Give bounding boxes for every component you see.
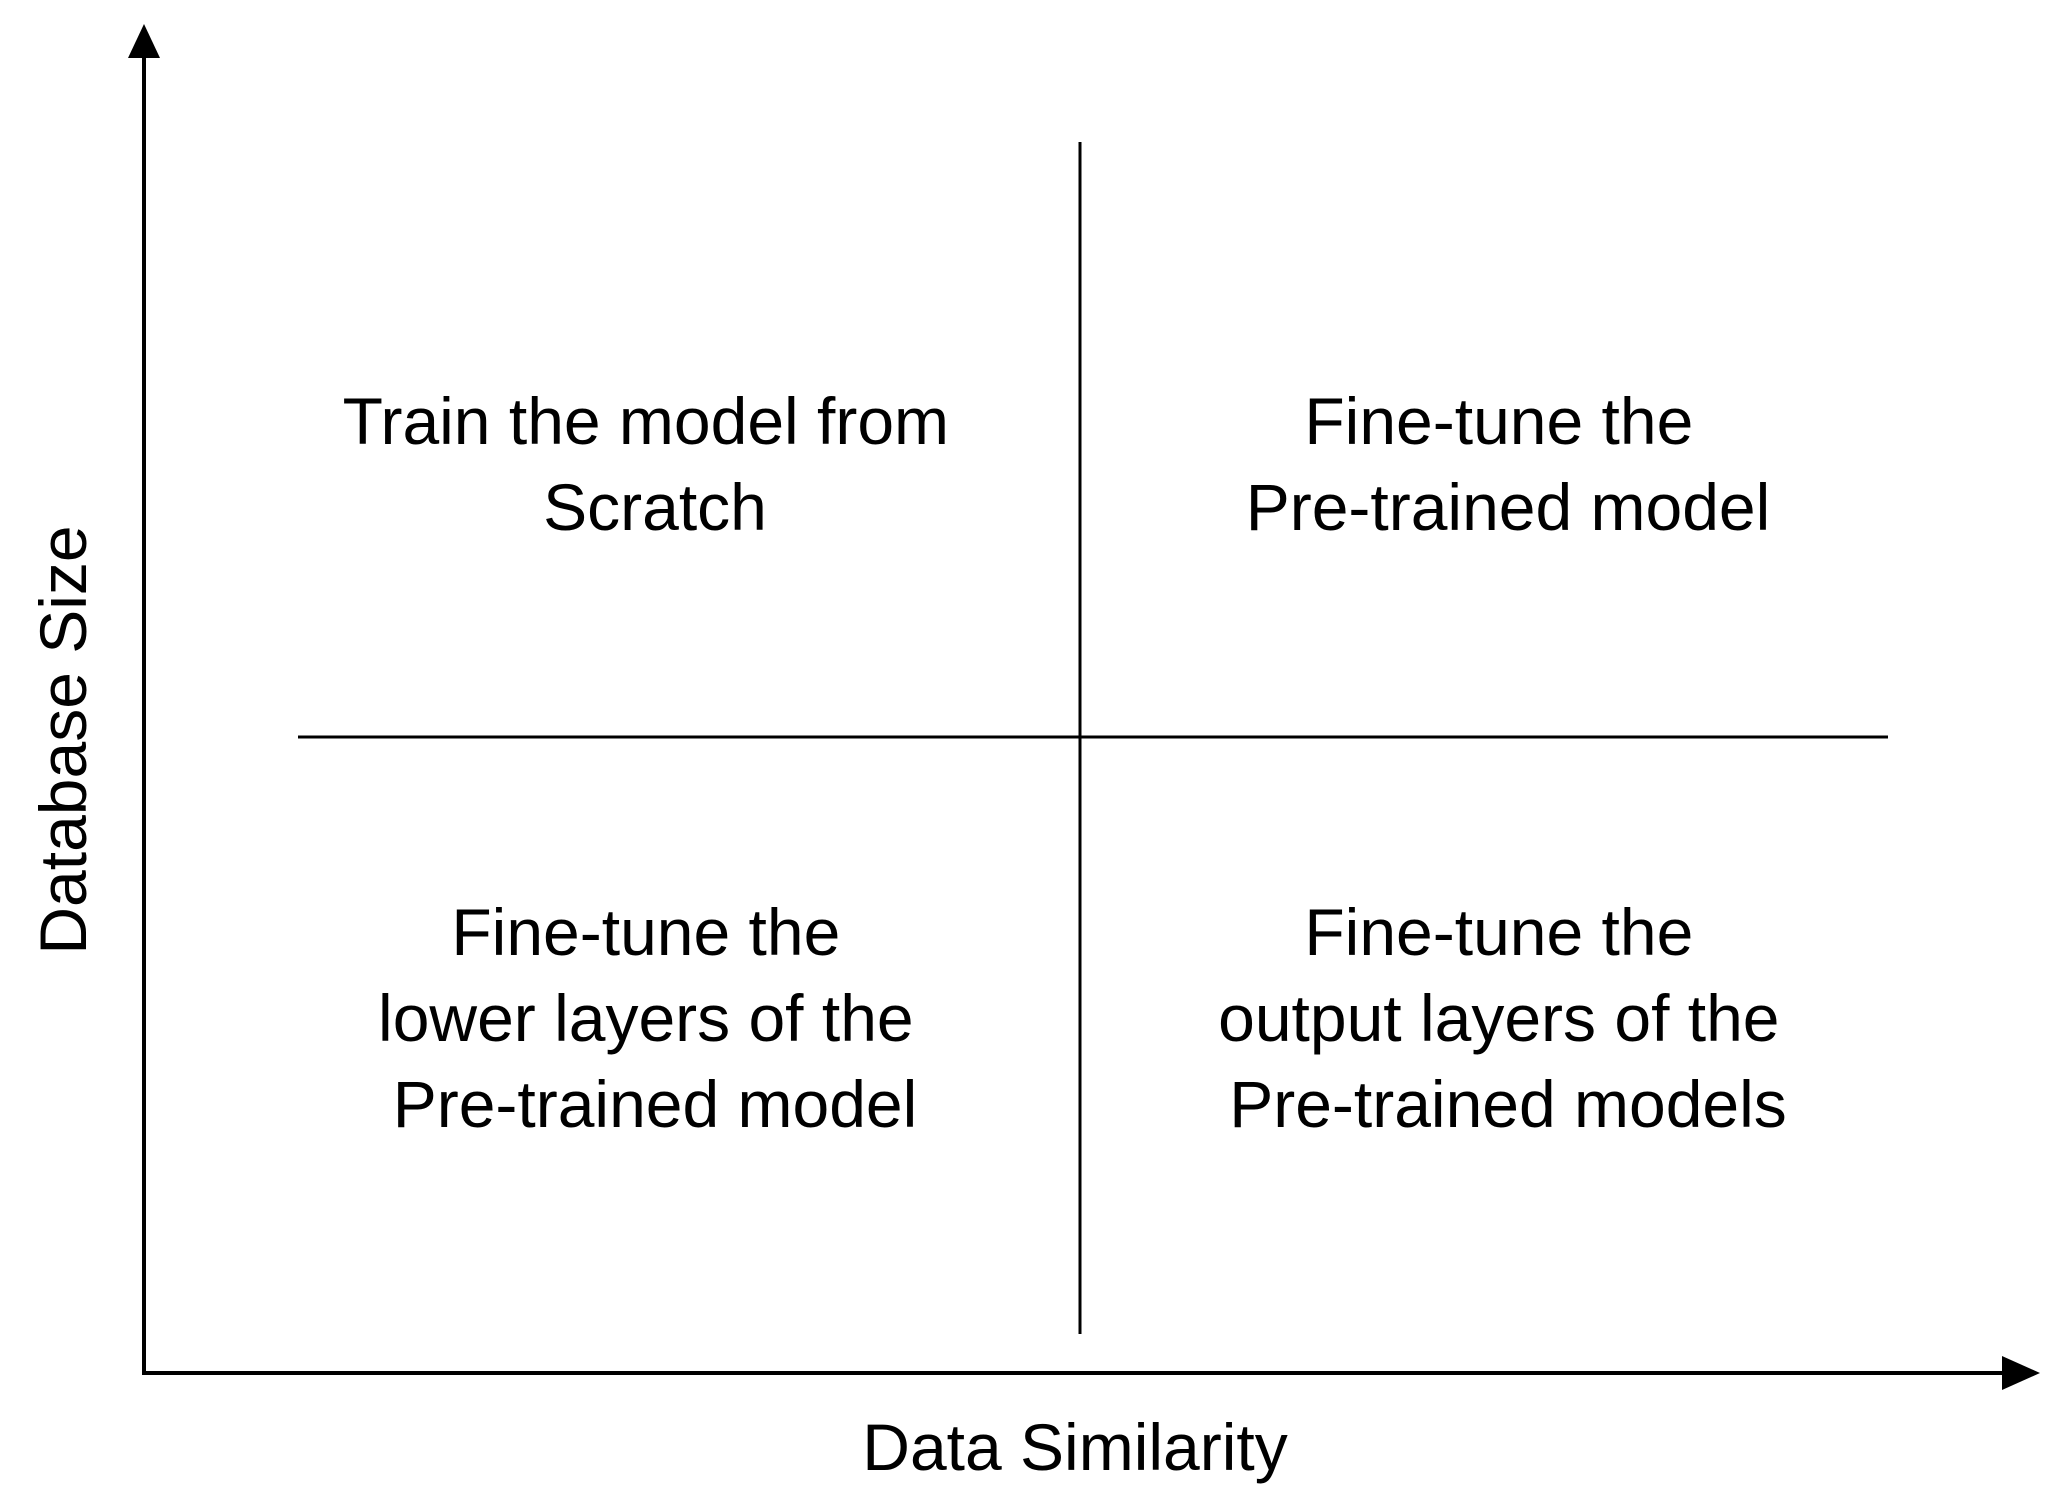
quadrant-top-right-text: Fine-tune the Pre-trained model xyxy=(1246,384,1771,544)
quadrant-top-left-line2: Scratch xyxy=(543,470,767,544)
quadrant-bottom-right-line1: Fine-tune the xyxy=(1304,895,1693,969)
quadrant-top-right-line1: Fine-tune the xyxy=(1304,384,1693,458)
quadrant-bottom-right-text: Fine-tune the output layers of the Pre-t… xyxy=(1218,895,1798,1141)
quadrant-top-left-text: Train the model from Scratch xyxy=(343,384,968,544)
x-axis-label: Data Similarity xyxy=(862,1410,1287,1484)
quadrant-bottom-right-line3: Pre-trained models xyxy=(1229,1067,1787,1141)
y-axis-arrowhead xyxy=(128,24,160,58)
quadrant-bottom-left-line1: Fine-tune the xyxy=(451,895,840,969)
quadrant-bottom-left-text: Fine-tune the lower layers of the Pre-tr… xyxy=(378,895,932,1141)
quadrant-bottom-left-line2: lower layers of the xyxy=(378,981,914,1055)
y-axis-label: Database Size xyxy=(26,525,100,954)
quadrant-bottom-left-line3: Pre-trained model xyxy=(393,1067,918,1141)
quadrant-top-right-line2: Pre-trained model xyxy=(1246,470,1771,544)
quadrant-bottom-right-line2: output layers of the xyxy=(1218,981,1779,1055)
x-axis-arrowhead xyxy=(2002,1356,2040,1390)
quadrant-top-left-line1: Train the model from xyxy=(343,384,949,458)
